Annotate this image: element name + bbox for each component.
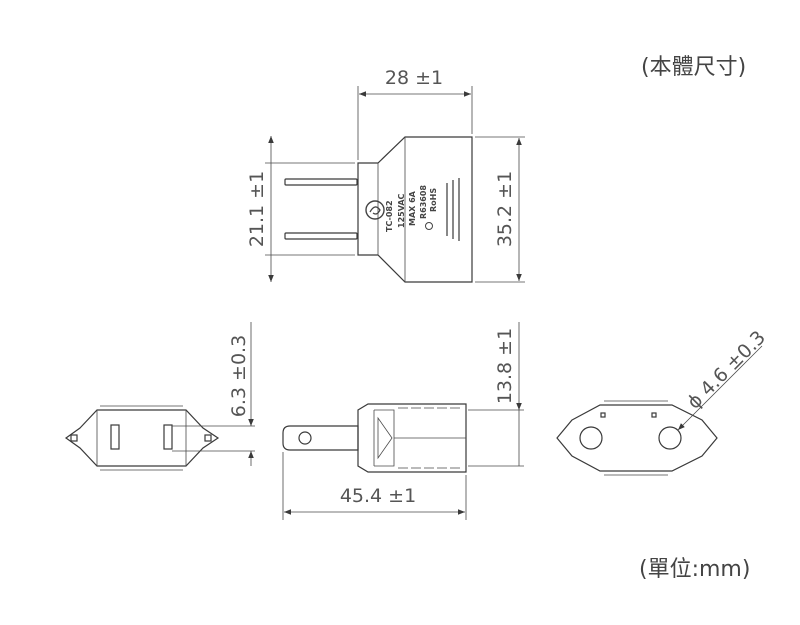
- grip-ribs: [446, 178, 460, 241]
- side-view: 13.8 ±1 45.4 ±1: [282, 322, 524, 520]
- marking-standard: R63608: [419, 185, 428, 219]
- dim-pin-spacing-label: 21.1 ±1: [246, 171, 268, 247]
- dim-thickness-label: 13.8 ±1: [494, 328, 516, 404]
- marking-current: MAX 6A: [408, 190, 417, 226]
- logo-icon: [365, 200, 385, 220]
- top-body-outline: [357, 136, 473, 283]
- marking-compliance: RoHS: [429, 188, 438, 212]
- unit-note: (單位:mm): [639, 557, 751, 582]
- marking-model: TC-082: [385, 200, 394, 232]
- front-body-outline: [64, 409, 220, 467]
- top-view: TC-082 125VAC MAX 6A R63608 RoHS 28 ±1 2…: [246, 67, 525, 283]
- socket-slot-left: [110, 424, 120, 450]
- marking-voltage: 125VAC: [397, 193, 406, 228]
- rear-body-outline: [556, 404, 718, 472]
- rear-view: ϕ 4.6 ±0.3: [556, 327, 770, 476]
- cert-icon: [425, 222, 433, 230]
- dim-total-length-label: 45.4 ±1: [340, 485, 416, 507]
- socket-slot-right: [163, 424, 173, 450]
- dim-hole-diameter-label: ϕ 4.6 ±0.3: [683, 327, 770, 414]
- dim-body-height-label: 35.2 ±1: [494, 171, 516, 247]
- side-body-outline: [357, 403, 467, 473]
- dim-prong-offset-label: 6.3 ±0.3: [228, 335, 250, 417]
- top-prong-lower: [284, 232, 358, 240]
- prong-hole: [298, 431, 312, 445]
- dim-hole-diameter-leader: [677, 345, 763, 431]
- rear-hole-right: [658, 426, 682, 450]
- top-prong-upper: [284, 178, 358, 186]
- side-prong: [282, 425, 359, 451]
- dim-width-label: 28 ±1: [385, 67, 443, 89]
- rear-hole-left: [579, 426, 603, 450]
- body-dimensions-note: (本體尺寸): [641, 55, 747, 80]
- front-view: 6.3 ±0.3: [64, 322, 255, 471]
